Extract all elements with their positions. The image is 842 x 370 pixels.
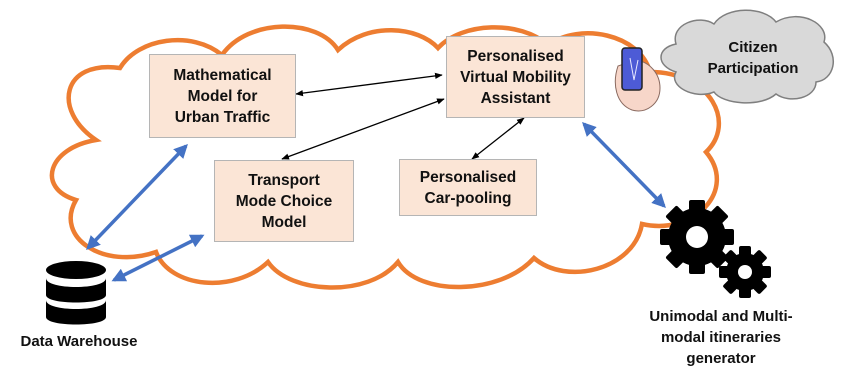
citizen-line-2: Participation — [707, 60, 799, 77]
data-warehouse-text: Data Warehouse — [20, 333, 138, 350]
carpooling-line-2: Car-pooling — [424, 189, 512, 207]
virtual-assistant-line-3: Assistant — [480, 89, 551, 107]
math-model-box: Mathematical Model for Urban Traffic — [149, 54, 296, 138]
citizen-participation-label: Citizen Participation — [690, 37, 816, 79]
citizen-cloud — [660, 9, 834, 104]
smartphone-hand-icon — [614, 47, 661, 112]
transport-mode-line-2: Mode Choice — [235, 192, 333, 210]
arrow-math-assistant — [295, 72, 443, 97]
carpooling-line-1: Personalised — [419, 168, 517, 186]
arrow-assistant-generator — [582, 121, 666, 209]
data-warehouse-label: Data Warehouse — [4, 331, 154, 352]
carpooling-box: Personalised Car-pooling — [399, 159, 537, 216]
database-icon — [46, 261, 106, 325]
virtual-assistant-line-1: Personalised — [467, 47, 564, 65]
arrow-assistant-carpool — [471, 117, 525, 160]
itineraries-generator-label: Unimodal and Multi- modal itineraries ge… — [624, 306, 818, 369]
transport-mode-box: Transport Mode Choice Model — [214, 160, 354, 242]
itineraries-line-2: modal itineraries — [660, 329, 782, 346]
math-model-line-3: Urban Traffic — [174, 108, 271, 126]
transport-mode-line-3: Model — [261, 213, 307, 231]
itineraries-line-1: Unimodal and Multi- — [649, 308, 793, 325]
arrow-warehouse-math — [86, 143, 188, 251]
math-model-line-2: Model for — [187, 87, 258, 105]
gears-icon — [660, 200, 771, 298]
arrow-warehouse-transport — [111, 234, 205, 282]
itineraries-line-3: generator — [686, 350, 756, 367]
citizen-line-1: Citizen — [728, 39, 778, 56]
virtual-assistant-box: Personalised Virtual Mobility Assistant — [446, 36, 585, 118]
virtual-assistant-line-2: Virtual Mobility — [460, 68, 571, 86]
transport-mode-line-1: Transport — [248, 171, 320, 189]
math-model-line-1: Mathematical — [173, 66, 272, 84]
arrow-assistant-transport — [281, 98, 445, 160]
